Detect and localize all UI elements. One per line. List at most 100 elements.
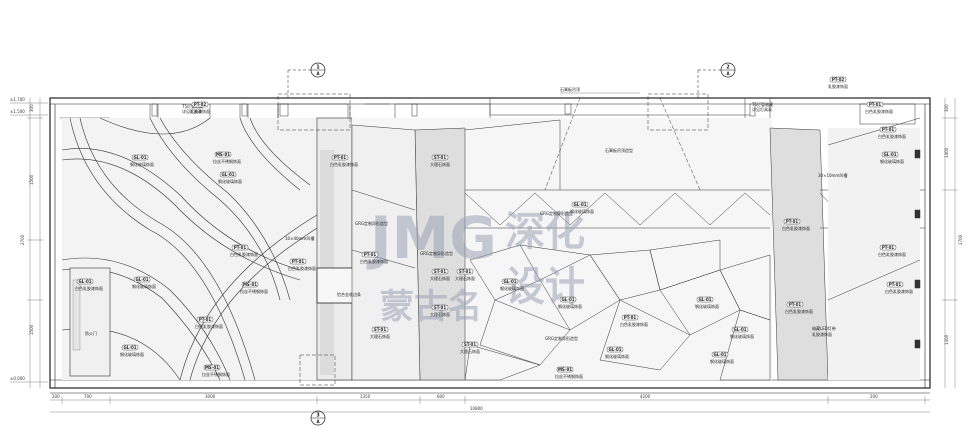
svg-text:3000: 3000 bbox=[205, 394, 216, 399]
svg-text:ST-01: ST-01 bbox=[459, 269, 471, 274]
material-tag: ST-01 大理石饰面 bbox=[455, 268, 475, 281]
svg-text:3: 3 bbox=[316, 413, 320, 419]
svg-text:GL-01: GL-01 bbox=[733, 327, 746, 332]
svg-text:白色乳胶漆饰面: 白色乳胶漆饰面 bbox=[75, 285, 103, 291]
svg-text:白色乳胶漆饰面: 白色乳胶漆饰面 bbox=[288, 265, 316, 271]
svg-text:钢化玻璃饰面: 钢化玻璃饰面 bbox=[695, 303, 719, 309]
svg-text:防火门: 防火门 bbox=[85, 330, 97, 336]
svg-text:GL-01: GL-01 bbox=[221, 172, 234, 177]
svg-text:PT-01: PT-01 bbox=[786, 219, 799, 224]
svg-text:白色乳胶漆饰面: 白色乳胶漆饰面 bbox=[620, 321, 648, 327]
material-tag: PT-01 白色乳胶漆饰面 bbox=[785, 301, 813, 314]
svg-text:白色乳胶漆饰面: 白色乳胶漆饰面 bbox=[785, 308, 813, 314]
material-tag: MS-01 拉丝不锈钢饰面 bbox=[555, 366, 583, 379]
svg-text:PT-01: PT-01 bbox=[364, 252, 377, 257]
svg-text:GL-01: GL-01 bbox=[133, 155, 146, 160]
svg-text:深化: 深化 bbox=[505, 209, 585, 255]
material-tag: GL-01 钢化玻璃饰面 bbox=[218, 171, 242, 184]
callout-marker: 1 A bbox=[287, 62, 326, 98]
svg-text:30×10mm凹槽: 30×10mm凹槽 bbox=[818, 172, 847, 178]
material-tag: PT-01 白色乳胶漆饰面 bbox=[782, 218, 810, 231]
material-tag: GL-01 钢化玻璃饰面 bbox=[695, 296, 719, 309]
svg-text:PT-01: PT-01 bbox=[869, 102, 882, 107]
svg-text:1400: 1400 bbox=[944, 147, 949, 158]
material-tag: ST-01 大理石饰面 bbox=[430, 154, 450, 167]
svg-text:300: 300 bbox=[29, 104, 34, 112]
svg-text:10×40mm凹槽: 10×40mm凹槽 bbox=[285, 235, 314, 241]
svg-text:PT-01: PT-01 bbox=[199, 317, 212, 322]
svg-text:设计: 设计 bbox=[505, 264, 585, 310]
svg-text:1500: 1500 bbox=[29, 174, 34, 185]
callout-symbols: 1 A 2 A 3 A bbox=[287, 62, 736, 426]
svg-text:±1.500: ±1.500 bbox=[10, 109, 25, 114]
material-tag: PT-01 白色乳胶漆饰面 bbox=[865, 101, 893, 114]
svg-text:PT-01: PT-01 bbox=[882, 245, 895, 250]
svg-text:MS-01: MS-01 bbox=[216, 152, 230, 157]
svg-text:GRG定制异形造型: GRG定制异形造型 bbox=[540, 210, 573, 216]
svg-text:详见灯具表: 详见灯具表 bbox=[182, 108, 202, 114]
svg-text:1300: 1300 bbox=[944, 334, 949, 345]
svg-text:拉丝不锈钢饰面: 拉丝不锈钢饰面 bbox=[213, 158, 241, 164]
material-tag: PT-02 乳胶漆饰面 bbox=[190, 101, 210, 114]
svg-text:PT-01: PT-01 bbox=[789, 302, 802, 307]
right-dimensions: 300 1400 2700 1300 bbox=[942, 98, 963, 388]
svg-text:钢化玻璃饰面: 钢化玻璃饰面 bbox=[605, 353, 629, 359]
svg-text:GL-01: GL-01 bbox=[713, 352, 726, 357]
material-tag: PT-01 白色乳胶漆饰面 bbox=[360, 251, 388, 264]
svg-text:1350: 1350 bbox=[360, 394, 371, 399]
svg-text:钢化玻璃饰面: 钢化玻璃饰面 bbox=[130, 161, 154, 167]
material-tag: GL-01 白色乳胶漆饰面 bbox=[75, 278, 103, 291]
svg-text:石膏板吊顶造型: 石膏板吊顶造型 bbox=[605, 147, 633, 153]
svg-text:GL-01: GL-01 bbox=[608, 347, 621, 352]
svg-text:石膏板吊顶: 石膏板吊顶 bbox=[560, 86, 580, 92]
svg-text:白色乳胶漆饰面: 白色乳胶漆饰面 bbox=[330, 161, 358, 167]
svg-text:GL-01: GL-01 bbox=[78, 279, 91, 284]
svg-text:300: 300 bbox=[944, 104, 949, 112]
bottom-dimensions: 200 700 3000 1350 600 4200 200 10800 bbox=[50, 394, 930, 413]
svg-text:PT-02: PT-02 bbox=[832, 77, 845, 82]
material-tag: MS-01 拉丝不锈钢饰面 bbox=[240, 281, 268, 294]
svg-text:PT-01: PT-01 bbox=[234, 245, 247, 250]
svg-text:ST-01: ST-01 bbox=[374, 327, 386, 332]
svg-text:钢化玻璃饰面: 钢化玻璃饰面 bbox=[710, 358, 734, 364]
svg-text:大理石饰面: 大理石饰面 bbox=[430, 311, 450, 317]
right-section bbox=[827, 117, 921, 380]
svg-text:钢化玻璃饰面: 钢化玻璃饰面 bbox=[570, 208, 594, 214]
svg-text:白色乳胶漆饰面: 白色乳胶漆饰面 bbox=[878, 251, 906, 257]
descriptive-labels: GRG定制异形造型 GRG定制异形造型 GRG定制异形造型 石膏板吊顶造型 防火… bbox=[85, 147, 847, 341]
svg-text:GL-01: GL-01 bbox=[573, 202, 586, 207]
svg-text:ST-01: ST-01 bbox=[434, 269, 446, 274]
svg-text:200: 200 bbox=[52, 394, 60, 399]
material-tag: PT-01 白色乳胶漆饰面 bbox=[230, 244, 258, 257]
material-tag: GL-01 钢化玻璃饰面 bbox=[130, 154, 154, 167]
material-tag: PT-01 白色乳胶漆饰面 bbox=[878, 126, 906, 139]
material-tag: ST-01 大理石饰面 bbox=[430, 304, 450, 317]
material-tag: GL-01 钢化玻璃饰面 bbox=[880, 151, 904, 164]
material-tag: PT-01 白色乳胶漆饰面 bbox=[620, 314, 648, 327]
material-tag: PT-01 白色乳胶漆饰面 bbox=[195, 316, 223, 329]
svg-text:PT-01: PT-01 bbox=[334, 155, 347, 160]
svg-text:大理石饰面: 大理石饰面 bbox=[455, 275, 475, 281]
svg-text:蒙古名: 蒙古名 bbox=[380, 287, 482, 327]
pendant-markers bbox=[151, 103, 756, 117]
svg-text:GL-01: GL-01 bbox=[883, 152, 896, 157]
material-tag: PT-02 乳胶漆饰面 bbox=[828, 76, 848, 89]
svg-text:2700: 2700 bbox=[958, 234, 963, 245]
svg-text:GL-01: GL-01 bbox=[135, 277, 148, 282]
svg-text:白色乳胶漆饰面: 白色乳胶漆饰面 bbox=[782, 225, 810, 231]
svg-text:1500: 1500 bbox=[29, 324, 34, 335]
svg-text:钢化玻璃饰面: 钢化玻璃饰面 bbox=[730, 333, 754, 339]
left-dimensions: 300 1500 2700 1500 bbox=[20, 98, 43, 388]
material-tag: GL-01 钢化玻璃饰面 bbox=[570, 201, 594, 214]
svg-text:钢化玻璃饰面: 钢化玻璃饰面 bbox=[132, 283, 156, 289]
svg-text:大理石饰面: 大理石饰面 bbox=[370, 333, 390, 339]
material-tag: PT-01 白色乳胶漆饰面 bbox=[330, 154, 358, 167]
top-notes: 石膏板吊顶 T5灯管暗藏 详见灯具表 T5灯管暗藏 详见灯具表 bbox=[181, 86, 773, 114]
material-tag: ST-01 大理石饰面 bbox=[370, 326, 390, 339]
svg-text:10800: 10800 bbox=[470, 406, 483, 411]
svg-text:4200: 4200 bbox=[640, 394, 651, 399]
svg-text:GRG定制异形造型: GRG定制异形造型 bbox=[545, 335, 578, 341]
svg-text:白色乳胶漆饰面: 白色乳胶漆饰面 bbox=[360, 258, 388, 264]
svg-text:暗藏LED灯带: 暗藏LED灯带 bbox=[812, 325, 836, 331]
